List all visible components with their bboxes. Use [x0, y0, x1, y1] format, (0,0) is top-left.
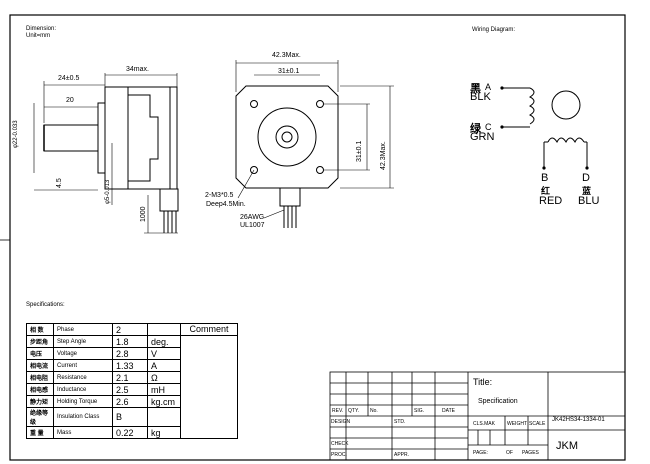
wiring-diagram-title: Wiring Diagram:	[472, 27, 516, 33]
dim-31-top: 31±0.1	[278, 68, 300, 75]
motor-side-view	[33, 73, 179, 234]
part-number: JK42HS34-1334-01	[552, 417, 605, 423]
wire-d-letter: D	[582, 172, 590, 184]
wire-b-letter: B	[541, 172, 549, 184]
table-row: 步距角 Step Angle 1.8 deg.	[26, 335, 238, 439]
company-name: JKM	[556, 440, 578, 452]
specifications-table: 相 数 Phase 2 Comment 步距角 Step Angle 1.8 d…	[26, 323, 238, 439]
weight-label: WEIGHT	[507, 421, 527, 427]
unit-label: Unit=mm	[26, 33, 51, 39]
rev-label: REV.	[332, 408, 344, 414]
wire-gauge-note: 26AWG	[240, 214, 265, 221]
title-label: Title:	[473, 377, 493, 387]
table-row: 相电阻 Resistance 2.1 Ω	[26, 371, 238, 384]
spec-unit: Ω	[147, 371, 181, 384]
table-row: 相电感 Inductance 2.5 mH	[26, 383, 238, 396]
appr-label: APPR.	[394, 452, 410, 458]
no-label: No.	[370, 408, 378, 414]
of-label: OF	[506, 450, 513, 456]
comment-cell	[180, 335, 238, 439]
spec-unit: V	[147, 347, 181, 360]
title-value: Specification	[478, 398, 518, 405]
check-label: CHECK	[331, 441, 349, 447]
scale-label: SCALE	[529, 421, 546, 427]
wire-a-color-en: BLK	[470, 91, 491, 103]
proc-label: PROC.	[331, 452, 347, 458]
wire-b-color-zh: 红	[541, 186, 551, 196]
dimension-note: Dimension: Unit=mm	[26, 26, 56, 40]
wiring-schematic	[500, 86, 589, 170]
dim-20: 20	[66, 97, 74, 104]
dim-24: 24±0.5	[58, 75, 80, 82]
design-label: DESIGN	[331, 419, 351, 425]
spec-unit: kg	[147, 426, 181, 439]
cls-mak-label: CLS.MAK	[473, 421, 495, 427]
date-label: DATE	[442, 408, 455, 414]
spec-name-zh: 重 量	[26, 426, 54, 439]
dim-42-3max-top: 42.3Max.	[272, 52, 301, 59]
qty-label: QTY.	[348, 408, 360, 414]
specifications-title: Specifications:	[26, 302, 65, 308]
wire-a-color-zh: 黑	[470, 83, 481, 95]
dimension-label: Dimension:	[26, 26, 57, 32]
std-label: STD.	[394, 419, 406, 425]
wire-c-color-zh: 绿	[470, 123, 481, 135]
page-label: PAGE:	[473, 450, 488, 456]
wire-d-color-zh: 蓝	[582, 186, 592, 196]
wire-d-color-en: BLU	[578, 195, 600, 207]
table-row: 重 量 Mass 0.22 kg	[26, 426, 238, 439]
pages-label: PAGES	[522, 450, 539, 456]
motor-front-view	[235, 60, 394, 228]
table-row: 绝缘等级 Insulation Class B	[26, 407, 238, 427]
wire-b-color-en: RED	[539, 195, 563, 207]
wire-standard-note: UL1007	[240, 222, 265, 229]
dim-34max: 34max.	[126, 66, 149, 73]
wire-a-letter: A	[485, 82, 492, 92]
screw-depth-note: Deep4.5Min.	[206, 201, 246, 208]
wire-c-color-en: GRN	[470, 131, 495, 143]
screw-note: 2-M3*0.5	[205, 192, 234, 199]
wire-c-letter: C	[485, 122, 492, 132]
spec-name-en: Mass	[53, 426, 113, 439]
table-row: 电压 Voltage 2.8 V	[26, 347, 238, 360]
sig-label: SIG.	[414, 408, 425, 414]
